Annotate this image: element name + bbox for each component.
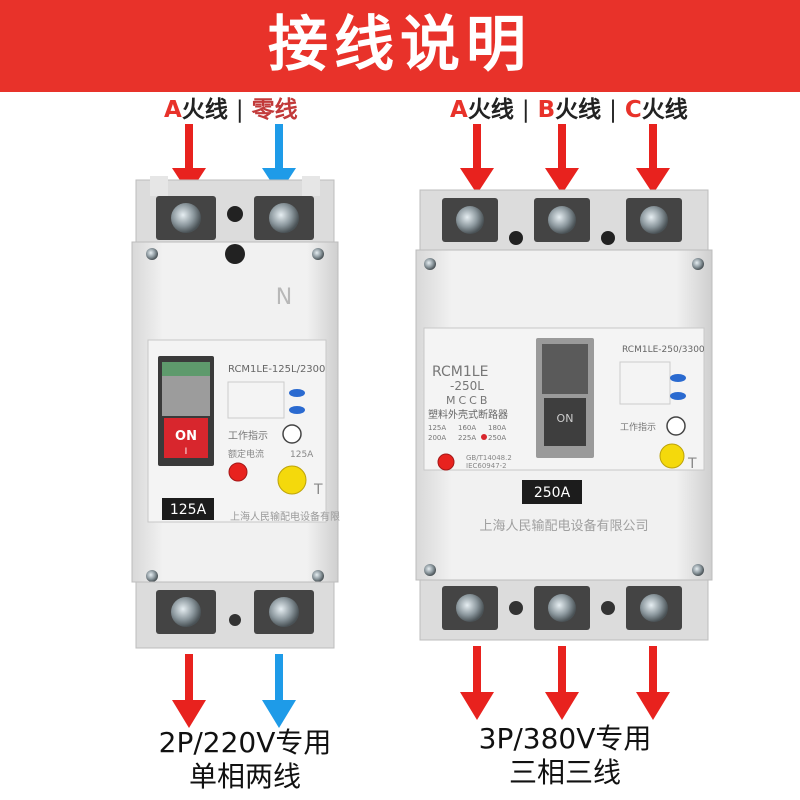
label-separator: | [521,97,530,123]
right-breaker: RCM1LE -250L MCCB 塑料外壳式断路器 125A 160A 180… [415,189,713,641]
arrow-down-red-icon [172,654,206,728]
left-breaker: 1 3 N ON I RCM1LE-125L/2300 工作指示 额定电流 12… [131,176,340,649]
arrow-down-red-icon [545,124,579,194]
face-model: RCM1LE [432,364,488,380]
phase-c-code: C [624,97,642,123]
face-type: MCCB [446,394,490,407]
standard-2: IEC60947-2 [466,462,507,470]
arrow-down-red-icon [545,646,579,720]
left-top-labels: A火线 | 零线 [164,96,298,124]
maker-label: 上海人民输配电设备有限公司 [479,518,648,534]
right-caption: 3P/380V专用 三相三线 [440,722,690,790]
model-label: RCM1LE-250/3300 [622,345,705,355]
banner-title: 接线说明 [268,10,532,80]
rated-value: 125A [290,450,314,460]
current-option: 125A [428,424,446,432]
switch-sub-label: I [185,447,188,457]
phase-c-text: 火线 [641,97,688,123]
neutral-label: 零线 [251,97,298,123]
left-caption-line1: 2P/220V专用 [158,726,332,759]
arrow-down-red-icon [460,646,494,720]
face-desc: 塑料外壳式断路器 [428,408,508,421]
label-separator: | [235,97,244,123]
standard-1: GB/T14048.2 [466,454,512,462]
phase-b-code: B [537,97,556,123]
indicator-label: 工作指示 [620,421,656,433]
model-label: RCM1LE-125L/2300 [228,364,325,375]
neutral-mark: N [276,285,292,310]
phase-a-text: 火线 [467,97,514,123]
test-label: T [313,482,323,498]
current-option: 200A [428,434,446,442]
current-options: 125A 160A 180A 200A 225A 250A [428,424,506,442]
phase-a-text: 火线 [181,97,228,123]
face-variant: -250L [450,379,484,393]
indicator-label: 工作指示 [228,429,268,442]
current-option: 225A [458,434,476,442]
arrow-down-red-icon [636,646,670,720]
current-option: 180A [488,424,506,432]
rating-badge: 250A [534,485,571,501]
phase-b-text: 火线 [555,97,602,123]
right-caption-line2: 三相三线 [508,756,621,789]
maker-label: 上海人民输配电设备有限公司 [230,510,340,523]
label-separator: | [609,97,617,123]
phase-a-code: A [164,97,182,123]
rated-label: 额定电流 [228,448,264,460]
current-option: 160A [458,424,476,432]
left-caption-line2: 单相两线 [188,760,301,793]
switch-on-label: ON [175,429,197,444]
arrow-down-red-icon [636,124,670,194]
title-banner: 接线说明 [0,0,800,92]
arrow-down-blue-icon [262,654,296,728]
test-label: T [687,456,697,472]
right-caption-line1: 3P/380V专用 [478,722,652,755]
left-caption: 2P/220V专用 单相两线 [120,726,370,794]
rating-badge: 125A [170,502,207,518]
phase-a-code: A [450,97,468,123]
current-option: 250A [488,434,506,442]
arrow-down-red-icon [460,124,494,194]
right-top-labels: A火线|B火线|C火线 [450,96,688,124]
switch-on-label: ON [557,412,574,425]
